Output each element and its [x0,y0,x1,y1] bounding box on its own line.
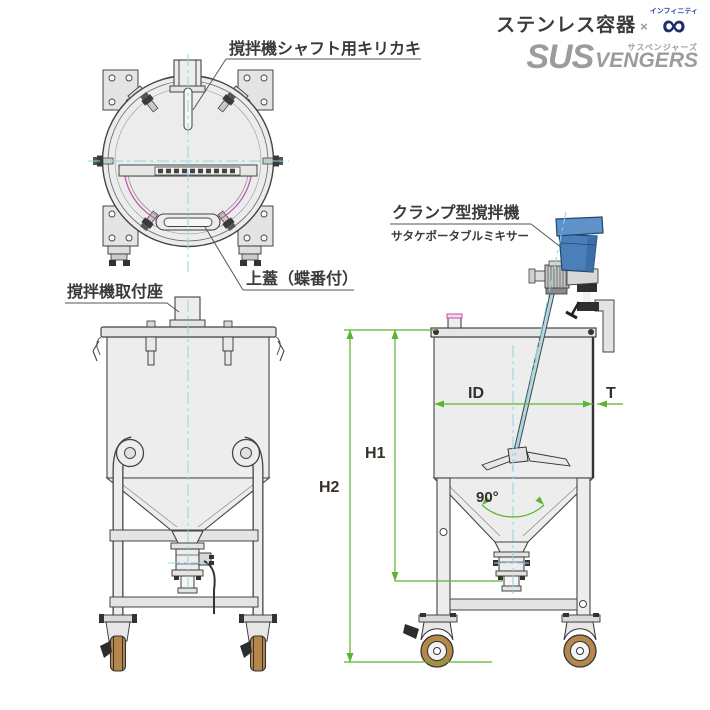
dim-label-h2: H2 [319,479,340,496]
caster-front-right [239,614,277,672]
dim-label-cone-angle: 90° [476,489,499,506]
svg-text:クランプ型撹拌機: クランプ型撹拌機 [392,203,520,222]
dim-label-t: T [606,385,616,402]
label-mixer: クランプ型撹拌機 サタケポータブルミキサー [390,203,563,249]
brand-en-sub: VENGERS [595,49,698,73]
infinity-kana: インフィニティ [649,8,698,15]
outlet-valve-side [493,541,530,592]
dim-label-id: ID [468,385,484,402]
brand-jp-text: ステンレス容器 [496,15,637,37]
caster-front-left [99,614,137,672]
mixer-unit [481,211,604,471]
svg-text:上蓋（蝶番付）: 上蓋（蝶番付） [246,269,358,288]
dim-label-h1: H1 [365,445,386,462]
label-shaft-notch: 撹拌機シャフト用キリカキ [192,39,421,111]
legs-and-handles [112,436,264,620]
side-view-drawing: ID T H1 H2 90° クランプ型撹拌機 サタケポータブルミキサー [319,203,623,668]
brand-en-kana: サスペンジャーズ [627,43,698,53]
lid-feet [107,245,262,266]
svg-text:撹拌機シャフト用キリカキ: 撹拌機シャフト用キリカキ [229,39,421,58]
rim-clamp [145,320,234,366]
dimension-lines [344,329,623,663]
caster-side-right [561,613,601,668]
top-view-drawing: 撹拌機シャフト用キリカキ 上蓋（蝶番付） [88,39,421,291]
caster-side-left [403,613,458,668]
svg-text:撹拌機取付座: 撹拌機取付座 [67,282,163,301]
rim-nozzle [446,313,463,329]
infinity-icon: ∞ [662,6,686,43]
label-mixer-mount: 撹拌機取付座 [65,282,180,313]
front-view-drawing: 撹拌機取付座 [65,282,285,672]
brand-times: × [640,19,648,35]
label-mixer-sub: サタケポータブルミキサー [391,229,529,243]
brand-logo: ステンレス容器 × インフィニティ ∞ SUS サスペンジャーズ VENGERS [496,6,698,76]
brand-en-main: SUS [526,37,594,76]
label-lid: 上蓋（蝶番付） [204,226,358,291]
